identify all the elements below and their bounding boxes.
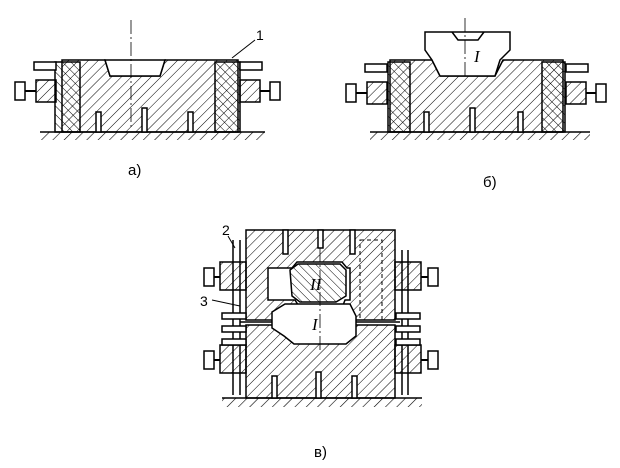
panel-label-a: а) [128,162,141,179]
panel-v: II I [200,222,439,461]
panel-label-b: б) [483,174,497,191]
ground-hatch [222,398,422,407]
callout-3: 3 [200,293,208,309]
left-lower-clamp [203,344,247,374]
callout-2-leader [227,235,236,249]
right-clamp [565,63,607,105]
panel-a: 1 а) [14,20,281,179]
callout-3-leader [211,299,241,307]
callout-2: 2 [222,222,230,238]
pattern-half-I [271,303,357,345]
left-clamp [345,63,388,105]
upper-vent-pins [282,229,356,255]
ground-hatch [40,132,265,140]
right-upper-clamp [394,261,439,291]
right-lower-clamp [394,344,439,374]
callout-1-leader [231,39,256,59]
mark-II: II [309,275,323,294]
ground-hatch [370,132,590,140]
pattern-half-II [289,263,347,303]
mark-I: I [311,315,319,334]
mark-I: I [473,47,481,66]
lower-vent-pins [271,371,358,399]
right-clamp [239,61,281,103]
vent-pins [95,107,194,133]
left-upper-clamp [203,261,247,291]
panel-b: I б) [345,18,607,191]
left-spacer-bars [221,312,247,346]
right-spacer-bars [395,312,421,346]
pattern-cavity [103,59,167,77]
vent-pins [423,107,524,133]
riser-outline [359,239,383,321]
callout-1: 1 [256,27,264,43]
left-clamp [14,61,57,103]
panel-label-v: в) [314,444,327,461]
pattern-half-I [424,31,511,77]
